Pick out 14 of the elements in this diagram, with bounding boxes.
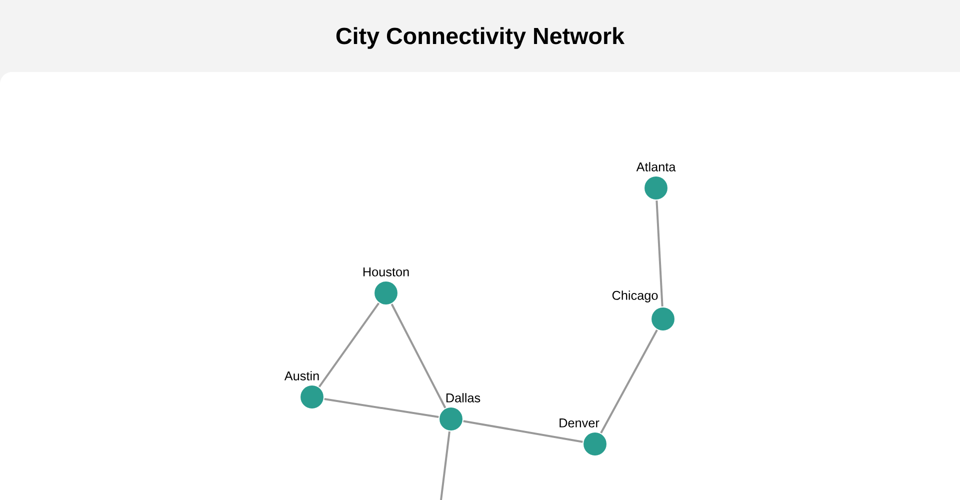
connector-line (324, 398, 439, 418)
city-label: Atlanta (636, 162, 676, 172)
city-label: Austin (284, 371, 319, 380)
city-label: Houston (363, 268, 409, 276)
connector-line (390, 304, 446, 408)
city-label: Denver (560, 418, 600, 428)
connector-line (463, 420, 583, 443)
title: City Connectivity Network (336, 27, 625, 49)
connector-line (440, 431, 450, 500)
connector-line (600, 330, 658, 434)
connector-line (656, 200, 664, 307)
city-label: Dallas (446, 393, 480, 402)
connector-line (318, 302, 380, 388)
city-label: Chicago (612, 290, 658, 302)
